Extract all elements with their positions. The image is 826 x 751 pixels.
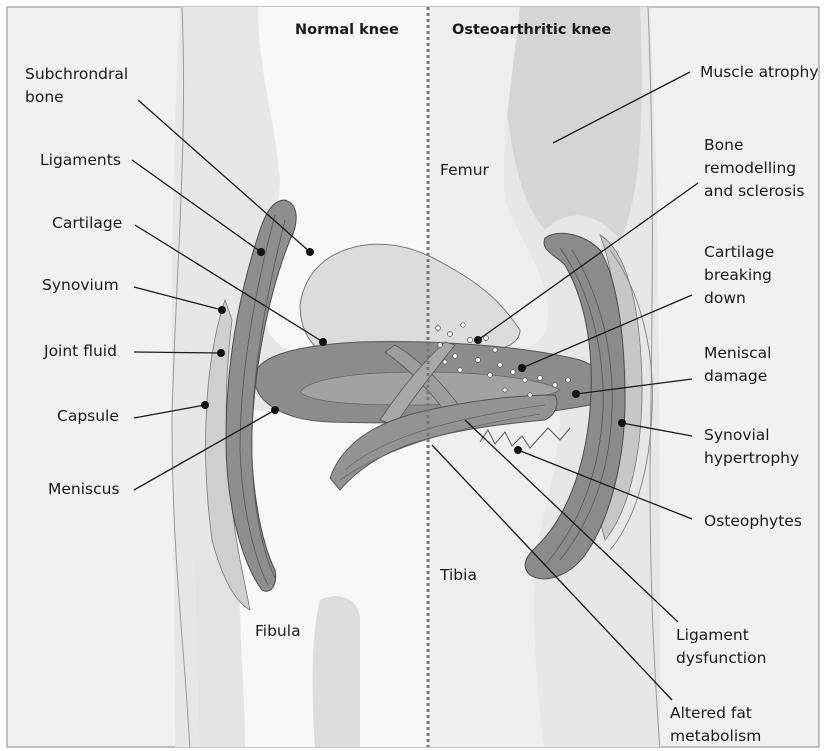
- label-cartilage: Cartilage: [52, 214, 122, 232]
- label-subchondral-bone-1: Subchrondral: [25, 65, 128, 83]
- dot-ligaments: [257, 248, 265, 256]
- label-altered-fat-2: metabolism: [670, 727, 761, 745]
- label-altered-fat-1: Altered fat: [670, 704, 752, 722]
- dot-synovial-hypertrophy: [618, 419, 626, 427]
- label-bone-remodelling-3: and sclerosis: [704, 182, 805, 200]
- label-ligament-dysfunction-2: dysfunction: [676, 649, 766, 667]
- dot-meniscus: [271, 406, 279, 414]
- label-ligaments: Ligaments: [40, 151, 121, 169]
- dot-capsule: [201, 401, 209, 409]
- label-synovial-hypertrophy-2: hypertrophy: [704, 449, 799, 467]
- fibula-label: Fibula: [255, 622, 301, 640]
- dot-cartilage-breaking: [518, 364, 526, 372]
- dot-meniscal-damage: [572, 390, 580, 398]
- fibula-shape: [313, 596, 360, 751]
- dot-synovium: [218, 306, 226, 314]
- femur-label: Femur: [440, 161, 490, 179]
- label-meniscal-damage-1: Meniscal: [704, 344, 771, 362]
- dot-osteophytes: [514, 446, 522, 454]
- label-cartilage-breaking-1: Cartilage: [704, 243, 774, 261]
- dot-cartilage: [319, 338, 327, 346]
- dot-subchondral-bone: [306, 248, 314, 256]
- label-synovial-hypertrophy-1: Synovial: [704, 426, 770, 444]
- label-muscle-atrophy: Muscle atrophy: [700, 63, 819, 81]
- label-meniscus: Meniscus: [48, 480, 120, 498]
- label-cartilage-breaking-3: down: [704, 289, 746, 307]
- dot-bone-remodelling: [474, 336, 482, 344]
- tibia-label: Tibia: [439, 566, 477, 584]
- label-capsule: Capsule: [57, 407, 119, 425]
- label-cartilage-breaking-2: breaking: [704, 266, 772, 284]
- label-meniscal-damage-2: damage: [704, 367, 767, 385]
- osteoarthritic-knee-heading: Osteoarthritic knee: [452, 22, 611, 38]
- normal-knee-heading: Normal knee: [295, 22, 399, 38]
- label-subchondral-bone-2: bone: [25, 88, 64, 106]
- label-bone-remodelling-2: remodelling: [704, 159, 796, 177]
- label-synovium: Synovium: [42, 276, 119, 294]
- label-joint-fluid: Joint fluid: [43, 342, 117, 360]
- label-osteophytes: Osteophytes: [704, 512, 802, 530]
- label-bone-remodelling-1: Bone: [704, 136, 743, 154]
- label-ligament-dysfunction-1: Ligament: [676, 626, 749, 644]
- dot-joint-fluid: [217, 349, 225, 357]
